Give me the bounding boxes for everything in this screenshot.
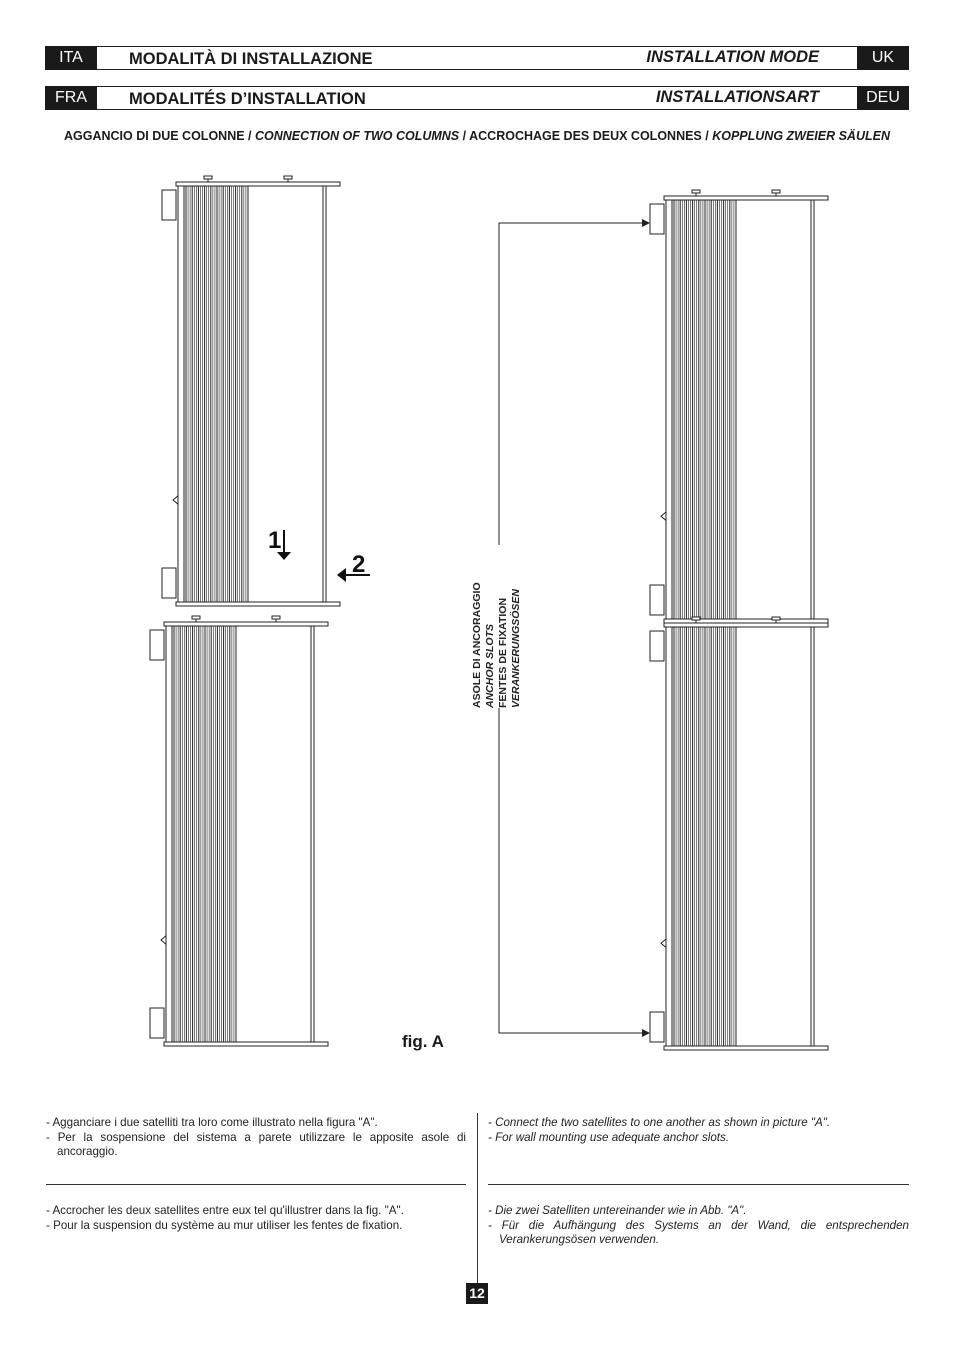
column-divider: [477, 1113, 478, 1288]
lang-tag-uk: UK: [857, 46, 909, 70]
subtitle-en: CONNECTION OF TWO COLUMNS: [254, 129, 460, 143]
column-unit-lower-left: [149, 615, 329, 1047]
instruction-deu-2: - Für die Aufhängung des Systems an der …: [488, 1218, 909, 1247]
lang-tag-fra: FRA: [45, 86, 97, 110]
instructions-ita: - Agganciare i due satelliti tra loro co…: [46, 1116, 466, 1160]
divider-left: [46, 1184, 466, 1185]
instruction-fra-2: - Pour la suspension du système au mur u…: [46, 1218, 403, 1232]
section-subtitle: AGGANCIO DI DUE COLONNE / CONNECTION OF …: [64, 129, 890, 143]
lang-tag-ita: ITA: [45, 46, 97, 70]
title-ita: MODALITÀ DI INSTALLAZIONE: [129, 50, 373, 68]
step-2-label: 2: [352, 551, 365, 578]
header-row-fra-deu: FRA MODALITÉS D’INSTALLATION INSTALLATIO…: [45, 86, 909, 110]
title-fra: MODALITÉS D’INSTALLATION: [129, 90, 366, 108]
column-unit-upper-left: [161, 175, 341, 607]
figure-caption: fig. A: [402, 1032, 444, 1051]
header-row-ita-uk: ITA MODALITÀ DI INSTALLAZIONE INSTALLATI…: [45, 46, 909, 70]
step-2-arrow: [337, 568, 370, 582]
arrow-head-icon: [642, 1029, 650, 1037]
anchor-label-deu: VERANKERUNGSÖSEN: [509, 589, 522, 708]
anchor-label-ita: ASOLE DI ANCORAGGIO: [471, 582, 483, 708]
instruction-deu-1: - Die zwei Satelliten untereinander wie …: [488, 1204, 747, 1217]
column-unit-upper-right: [649, 189, 829, 624]
instruction-en-2: - For wall mounting use adequate anchor …: [488, 1130, 730, 1144]
instructions-deu: - Die zwei Satelliten untereinander wie …: [488, 1204, 909, 1248]
anchor-slot-bracket: [498, 222, 645, 1034]
step-1-arrow: [277, 530, 291, 560]
page-number: 12: [466, 1283, 488, 1304]
anchor-label-en: ANCHOR SLOTS: [484, 624, 496, 709]
arrow-head-icon: [642, 219, 650, 227]
instructions-en: - Connect the two satellites to one anot…: [488, 1116, 908, 1145]
instruction-ita-1: - Agganciare i due satelliti tra loro co…: [46, 1116, 378, 1129]
subtitle-ita: AGGANCIO DI DUE COLONNE: [64, 129, 245, 143]
subtitle-deu: KOPPLUNG ZWEIER SÄULEN: [712, 129, 890, 143]
instruction-en-1: - Connect the two satellites to one anot…: [488, 1116, 831, 1129]
instructions-fra: - Accrocher les deux satellites entre eu…: [46, 1204, 466, 1233]
column-units: [149, 175, 829, 1051]
title-uk: INSTALLATION MODE: [646, 48, 819, 66]
column-unit-lower-right: [649, 616, 829, 1051]
lang-tag-deu: DEU: [857, 86, 909, 110]
instruction-fra-1: - Accrocher les deux satellites entre eu…: [46, 1204, 404, 1217]
anchor-label-fra: FENTES DE FIXATION: [497, 598, 509, 708]
subtitle-fra: ACCROCHAGE DES DEUX COLONNES: [469, 129, 702, 143]
instruction-ita-2: - Per la sospensione del sistema a paret…: [46, 1130, 466, 1159]
step-1-label: 1: [268, 527, 281, 554]
divider-right: [488, 1184, 909, 1185]
title-deu: INSTALLATIONSART: [655, 88, 819, 106]
